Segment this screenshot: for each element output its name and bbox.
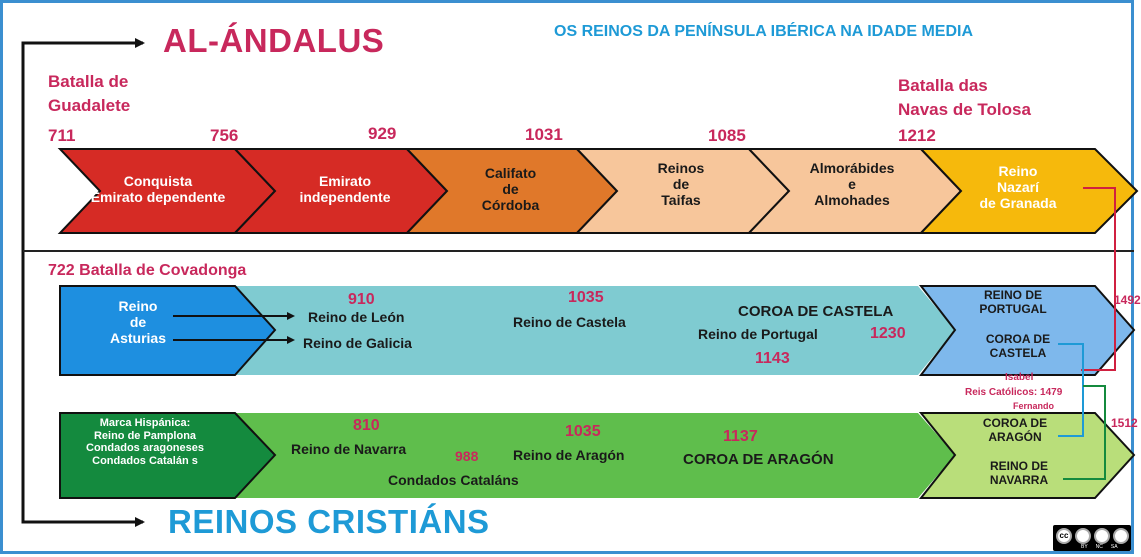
heading-al-andalus: AL-ÁNDALUS xyxy=(163,22,385,59)
sa-icon xyxy=(1113,528,1129,544)
year-988: 988 xyxy=(455,448,479,464)
reino-aragon: Reino de Aragón xyxy=(513,447,625,463)
year-1512: 1512 xyxy=(1111,416,1138,430)
battle-navas-line2: Navas de Tolosa xyxy=(898,100,1031,119)
license-by: BY xyxy=(1081,544,1088,550)
license-sa: SA xyxy=(1110,544,1118,550)
coroa-castela: COROA DE CASTELA xyxy=(738,303,894,320)
year-1212: 1212 xyxy=(898,126,936,145)
battle-covadonga: 722 Batalla de Covadonga xyxy=(48,262,247,279)
battle-guadalete-line2: Guadalete xyxy=(48,96,131,115)
year-711: 711 xyxy=(48,126,76,145)
connector-red xyxy=(1081,187,1116,371)
top-bracket-arrow xyxy=(21,38,145,253)
battle-navas-line1: Batalla das xyxy=(898,76,988,95)
year-1035-castela: 1035 xyxy=(568,289,604,306)
diagram-shapes xyxy=(21,38,1139,527)
cc-icon: cc xyxy=(1056,528,1072,544)
connector-green xyxy=(1063,385,1106,480)
license-nc: NC xyxy=(1095,544,1103,550)
license-badge[interactable]: cc BY NC SA xyxy=(1053,525,1131,551)
box-portugal-castela xyxy=(918,285,1136,376)
chevron-nazari xyxy=(918,148,1139,234)
reino-leon: Reino de León xyxy=(308,309,405,325)
catolicos-isabel: Isabel xyxy=(1005,372,1034,383)
band-navarra-aragon xyxy=(235,413,955,498)
year-756: 756 xyxy=(210,126,239,145)
nc-icon xyxy=(1094,528,1110,544)
year-810: 810 xyxy=(353,417,380,434)
reino-galicia: Reino de Galicia xyxy=(303,335,412,351)
year-1492: 1492 xyxy=(1114,293,1141,307)
by-icon xyxy=(1075,528,1091,544)
arrow-asturias xyxy=(59,285,277,376)
year-910: 910 xyxy=(348,291,375,308)
coroa-aragon: COROA DE ARAGÓN xyxy=(683,451,834,468)
bottom-bracket-arrow xyxy=(21,253,145,527)
heading-reinos-cristians: REINOS CRISTIÁNS xyxy=(168,503,490,540)
box-aragon-navarra xyxy=(918,412,1136,499)
catolicos-label: Reis Católicos: 1479 xyxy=(965,387,1063,398)
connector-blue xyxy=(1058,343,1084,437)
reino-navarra: Reino de Navarra xyxy=(291,441,407,457)
catolicos-fernando: Fernando xyxy=(1013,401,1055,411)
year-1031: 1031 xyxy=(525,125,563,144)
reino-portugal: Reino de Portugal xyxy=(698,326,818,342)
band-leon-castela xyxy=(235,286,955,375)
reino-castela: Reino de Castela xyxy=(513,314,626,330)
year-1035-aragon: 1035 xyxy=(565,423,601,440)
year-1085: 1085 xyxy=(708,126,746,145)
year-929: 929 xyxy=(368,124,397,143)
condados-catalans: Condados Cataláns xyxy=(388,472,519,488)
page-title: OS REINOS DA PENÍNSULA IBÉRICA NA IDADE … xyxy=(554,23,973,40)
year-1143: 1143 xyxy=(755,350,790,367)
battle-guadalete-line1: Batalla de xyxy=(48,72,129,91)
year-1230: 1230 xyxy=(870,325,906,342)
year-1137: 1137 xyxy=(723,428,758,445)
arrow-marca xyxy=(59,412,277,499)
